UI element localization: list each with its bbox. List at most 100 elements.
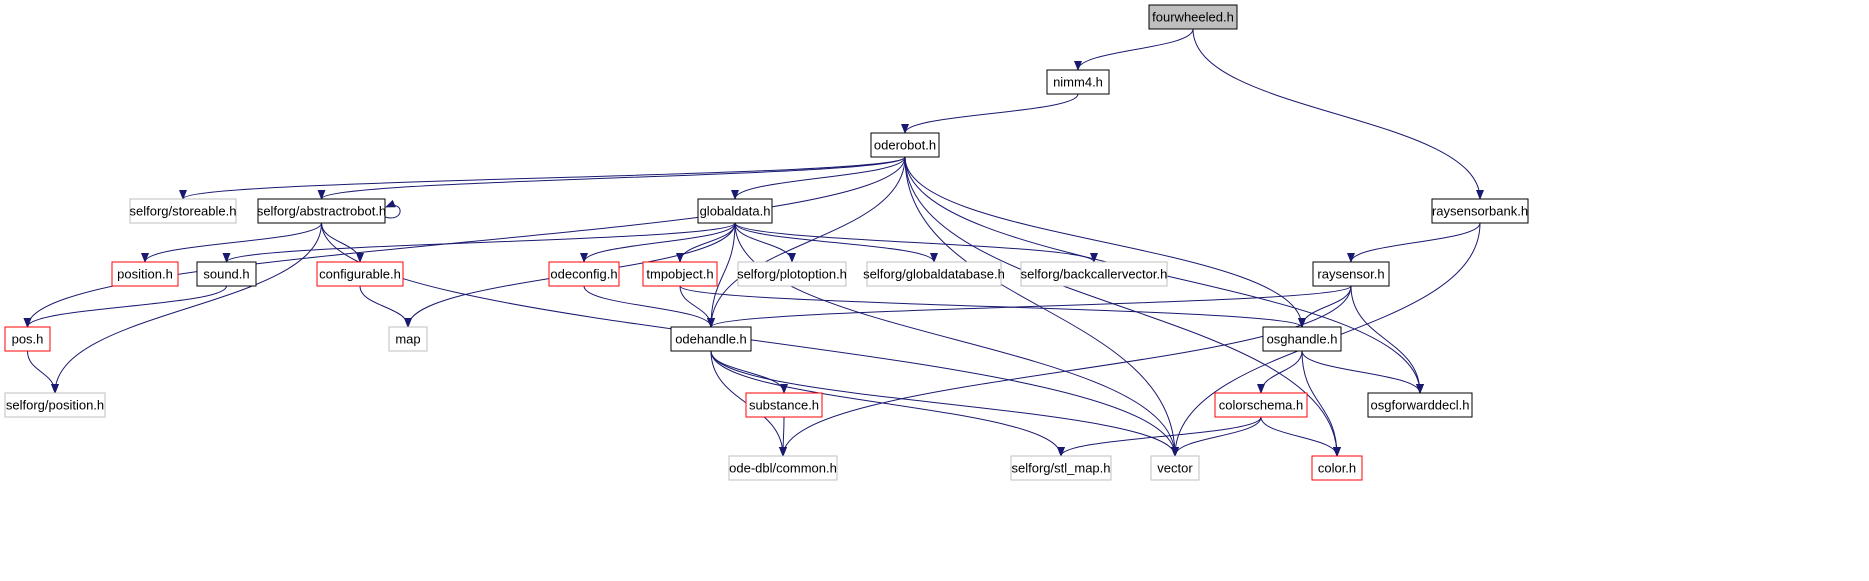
node-stlmap[interactable]: selforg/stl_map.h <box>1010 455 1112 481</box>
edge-nimm4-to-oderobot <box>901 93 1079 134</box>
edge-raysensor-to-odehandle <box>707 285 1352 328</box>
edge-odehandle-to-stlmap <box>710 350 1065 457</box>
edge-sound-to-pos <box>23 285 227 328</box>
node-odeconfig[interactable]: odeconfig.h <box>548 261 620 287</box>
edge-osghandle-to-colorschema <box>1257 350 1303 394</box>
node-osgforwarddecl[interactable]: osgforwarddecl.h <box>1367 392 1473 418</box>
node-box-raysensorbank <box>1431 198 1529 224</box>
node-odehandle[interactable]: odehandle.h <box>670 326 752 352</box>
node-box-map <box>388 326 428 352</box>
node-label: selforg/backcallervector.h <box>1021 267 1168 282</box>
node-box-storeable <box>129 198 237 224</box>
node-box-position <box>111 261 179 287</box>
edge-raysensor-to-odecommon <box>779 285 1352 457</box>
node-osghandle[interactable]: osghandle.h <box>1262 326 1342 352</box>
edge-tmpobject-to-osghandle <box>679 285 1306 328</box>
node-fourwheeled[interactable]: fourwheeled.h <box>1148 4 1238 30</box>
node-selfposition[interactable]: selforg/position.h <box>4 392 106 418</box>
node-label: selforg/abstractrobot.h <box>257 204 386 219</box>
node-label: substance.h <box>749 398 819 413</box>
node-globaldata[interactable]: globaldata.h <box>697 198 773 224</box>
node-box-pos <box>4 326 51 352</box>
node-label: selforg/globaldatabase.h <box>863 267 1005 282</box>
node-box-globaldata <box>697 198 773 224</box>
node-label: selforg/storeable.h <box>130 204 237 219</box>
node-label: osghandle.h <box>1267 332 1338 347</box>
node-box-nimm4 <box>1046 69 1110 95</box>
node-box-sound <box>196 261 257 287</box>
edge-substance-to-odecommon <box>779 416 788 457</box>
node-box-configurable <box>316 261 404 287</box>
node-raysensorbank[interactable]: raysensorbank.h <box>1431 198 1529 224</box>
node-label: ode-dbl/common.h <box>729 461 837 476</box>
node-box-odecommon <box>728 455 838 481</box>
edge-odehandle-to-vector <box>710 350 1179 457</box>
node-tmpobject[interactable]: tmpobject.h <box>642 261 718 287</box>
node-map[interactable]: map <box>388 326 428 352</box>
edge-oderobot-to-abstractrobot <box>317 156 906 200</box>
node-label: raysensor.h <box>1317 267 1384 282</box>
edge-raysensor-to-osgforwarddecl <box>1350 285 1424 394</box>
edge-oderobot-to-globaldata <box>731 156 906 200</box>
node-color[interactable]: color.h <box>1311 455 1363 481</box>
node-pos[interactable]: pos.h <box>4 326 51 352</box>
node-box-fourwheeled <box>1148 4 1238 30</box>
edge-colorschema-to-color <box>1260 416 1341 457</box>
edge-globaldata-to-globaldatabase <box>734 222 938 263</box>
node-label: fourwheeled.h <box>1152 10 1234 25</box>
edge-osghandle-to-osgforwarddecl <box>1301 350 1424 394</box>
node-label: color.h <box>1318 461 1356 476</box>
node-odecommon[interactable]: ode-dbl/common.h <box>728 455 838 481</box>
node-colorschema[interactable]: colorschema.h <box>1214 392 1308 418</box>
edge-globaldata-to-backcallervector <box>734 222 1098 263</box>
node-box-odehandle <box>670 326 752 352</box>
edges-layer <box>23 28 1484 457</box>
edge-pos-to-selfposition <box>27 350 59 394</box>
node-storeable[interactable]: selforg/storeable.h <box>129 198 237 224</box>
edge-abstractrobot-to-position <box>141 222 322 263</box>
node-box-substance <box>745 392 823 418</box>
node-box-odeconfig <box>548 261 620 287</box>
node-nimm4[interactable]: nimm4.h <box>1046 69 1110 95</box>
node-box-vector <box>1150 455 1200 481</box>
edge-globaldata-to-odeconfig <box>580 222 736 263</box>
edge-colorschema-to-stlmap <box>1057 416 1262 457</box>
node-label: tmpobject.h <box>646 267 713 282</box>
node-raysensor[interactable]: raysensor.h <box>1312 261 1390 287</box>
node-label: map <box>395 332 420 347</box>
node-label: sound.h <box>203 267 249 282</box>
node-box-raysensor <box>1312 261 1390 287</box>
edge-globaldata-to-sound <box>222 222 736 263</box>
node-label: configurable.h <box>319 267 401 282</box>
edge-globaldata-to-vector <box>734 222 1179 457</box>
node-label: vector <box>1157 461 1193 476</box>
node-box-globaldatabase <box>866 261 1002 287</box>
nodes-layer: fourwheeled.h nimm4.h oderobot.h selforg/st… <box>4 4 1529 481</box>
edge-oderobot-to-pos <box>23 156 906 328</box>
node-vector[interactable]: vector <box>1150 455 1200 481</box>
node-substance[interactable]: substance.h <box>745 392 823 418</box>
node-box-oderobot <box>870 132 940 158</box>
node-sound[interactable]: sound.h <box>196 261 257 287</box>
node-box-backcallervector <box>1020 261 1168 287</box>
edge-abstractrobot-to-configurable <box>321 222 364 263</box>
node-label: raysensorbank.h <box>1432 204 1528 219</box>
node-backcallervector[interactable]: selforg/backcallervector.h <box>1020 261 1168 287</box>
node-oderobot[interactable]: oderobot.h <box>870 132 940 158</box>
node-abstractrobot[interactable]: selforg/abstractrobot.h <box>257 198 386 224</box>
node-box-plotoption <box>737 261 847 287</box>
node-plotoption[interactable]: selforg/plotoption.h <box>737 261 847 287</box>
node-globaldatabase[interactable]: selforg/globaldatabase.h <box>863 261 1005 287</box>
edge-abstractrobot-to-selfposition <box>51 222 322 394</box>
node-position[interactable]: position.h <box>111 261 179 287</box>
edge-raysensorbank-to-raysensor <box>1347 222 1481 263</box>
edge-oderobot-to-osghandle <box>904 156 1306 328</box>
edge-globaldata-to-tmpobject <box>676 222 736 263</box>
edge-configurable-to-map <box>359 285 412 328</box>
edge-abstractrobot-to-abstractrobot <box>384 199 401 219</box>
node-label: osgforwarddecl.h <box>1371 398 1470 413</box>
node-label: globaldata.h <box>700 204 771 219</box>
node-configurable[interactable]: configurable.h <box>316 261 404 287</box>
edge-oderobot-to-odehandle <box>707 156 906 328</box>
